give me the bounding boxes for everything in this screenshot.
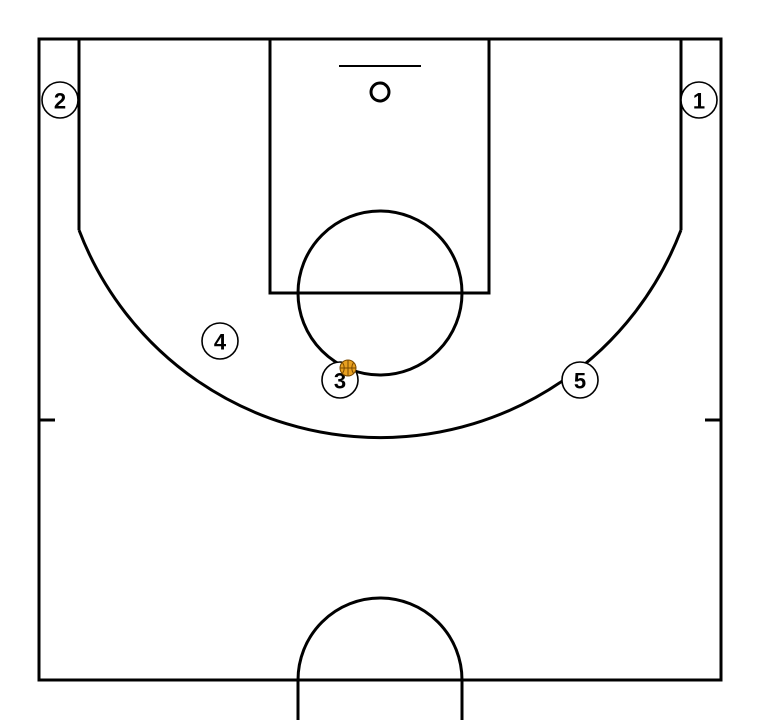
player-2[interactable]: 2 [41, 81, 79, 119]
player-4[interactable]: 4 [201, 322, 239, 360]
player-1[interactable]: 1 [680, 81, 718, 119]
basketball-icon [339, 359, 357, 377]
three-point-line [77, 39, 683, 440]
court-boundary [37, 37, 723, 682]
player-2-label: 2 [54, 89, 66, 114]
paint-key [268, 37, 491, 295]
center-circle [296, 596, 464, 720]
free-throw-circle [296, 209, 464, 377]
player-5-label: 5 [574, 369, 586, 394]
rim [369, 81, 391, 103]
player-5[interactable]: 5 [561, 361, 599, 399]
player-1-label: 1 [693, 89, 705, 114]
player-4-label: 4 [214, 330, 227, 355]
